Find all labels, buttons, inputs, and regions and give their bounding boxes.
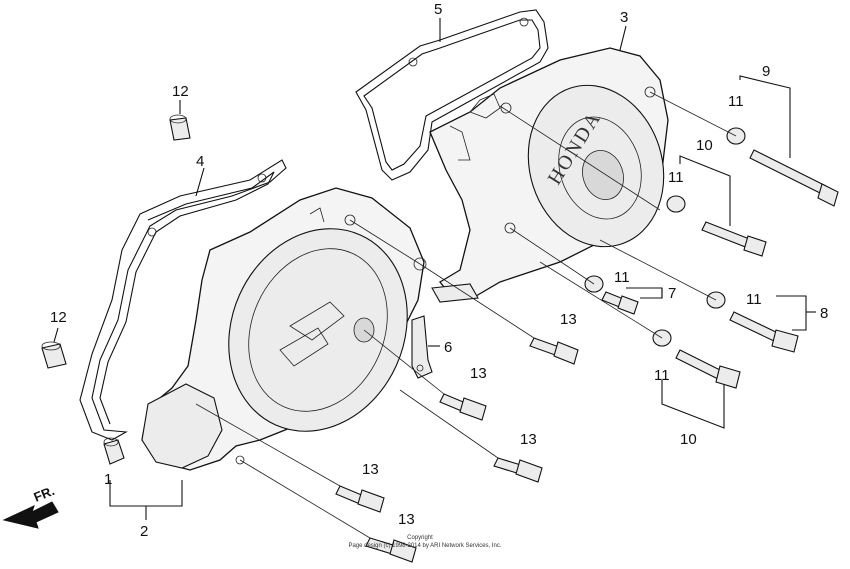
callout-11-c: 11 bbox=[614, 269, 630, 286]
right-cover-3: HONDA bbox=[429, 47, 669, 303]
direction-label: FR. bbox=[32, 483, 57, 505]
bolts bbox=[335, 149, 839, 563]
front-direction-arrow-icon: FR. bbox=[2, 483, 59, 529]
callout-labels: 1 2 3 4 5 6 7 8 9 10 10 11 11 11 11 11 1… bbox=[50, 1, 828, 540]
callout-1: 1 bbox=[104, 471, 112, 488]
callout-13-d: 13 bbox=[362, 461, 379, 478]
callout-12-lower: 12 bbox=[50, 309, 67, 326]
gasket-5 bbox=[355, 9, 549, 181]
callout-13-c: 13 bbox=[520, 431, 537, 448]
callout-11-b: 11 bbox=[668, 169, 684, 186]
copyright-notice: Copyright Page design (c) 1998-2014 by A… bbox=[348, 535, 501, 549]
callout-7: 7 bbox=[668, 285, 676, 302]
callout-12-upper: 12 bbox=[172, 83, 189, 100]
callout-2: 2 bbox=[140, 523, 148, 540]
callout-13-e: 13 bbox=[398, 511, 415, 528]
callout-10-lower: 10 bbox=[680, 431, 697, 448]
copyright-line-1: Copyright bbox=[407, 535, 433, 541]
callout-13-a: 13 bbox=[560, 311, 577, 328]
callout-9: 9 bbox=[762, 63, 770, 80]
callout-10-upper: 10 bbox=[696, 137, 713, 154]
callout-8: 8 bbox=[820, 305, 828, 322]
clamp-6 bbox=[411, 315, 433, 379]
callout-4: 4 bbox=[196, 153, 204, 170]
callout-11-d: 11 bbox=[746, 291, 762, 308]
dowel-pin-12-upper bbox=[169, 114, 191, 141]
callout-11-e: 11 bbox=[654, 367, 670, 384]
callout-6: 6 bbox=[444, 339, 452, 356]
dowel-pin-1 bbox=[103, 437, 125, 465]
callout-3: 3 bbox=[620, 9, 628, 26]
left-cover-2 bbox=[141, 187, 427, 471]
gasket-4 bbox=[79, 159, 287, 441]
callout-11-a: 11 bbox=[728, 93, 744, 110]
callout-13-b: 13 bbox=[470, 365, 487, 382]
callout-5: 5 bbox=[434, 1, 442, 18]
dowel-pin-12-lower bbox=[41, 341, 67, 369]
leader-lines bbox=[53, 18, 816, 539]
copyright-line-2: Page design (c) 1998-2014 by ARI Network… bbox=[348, 543, 501, 549]
